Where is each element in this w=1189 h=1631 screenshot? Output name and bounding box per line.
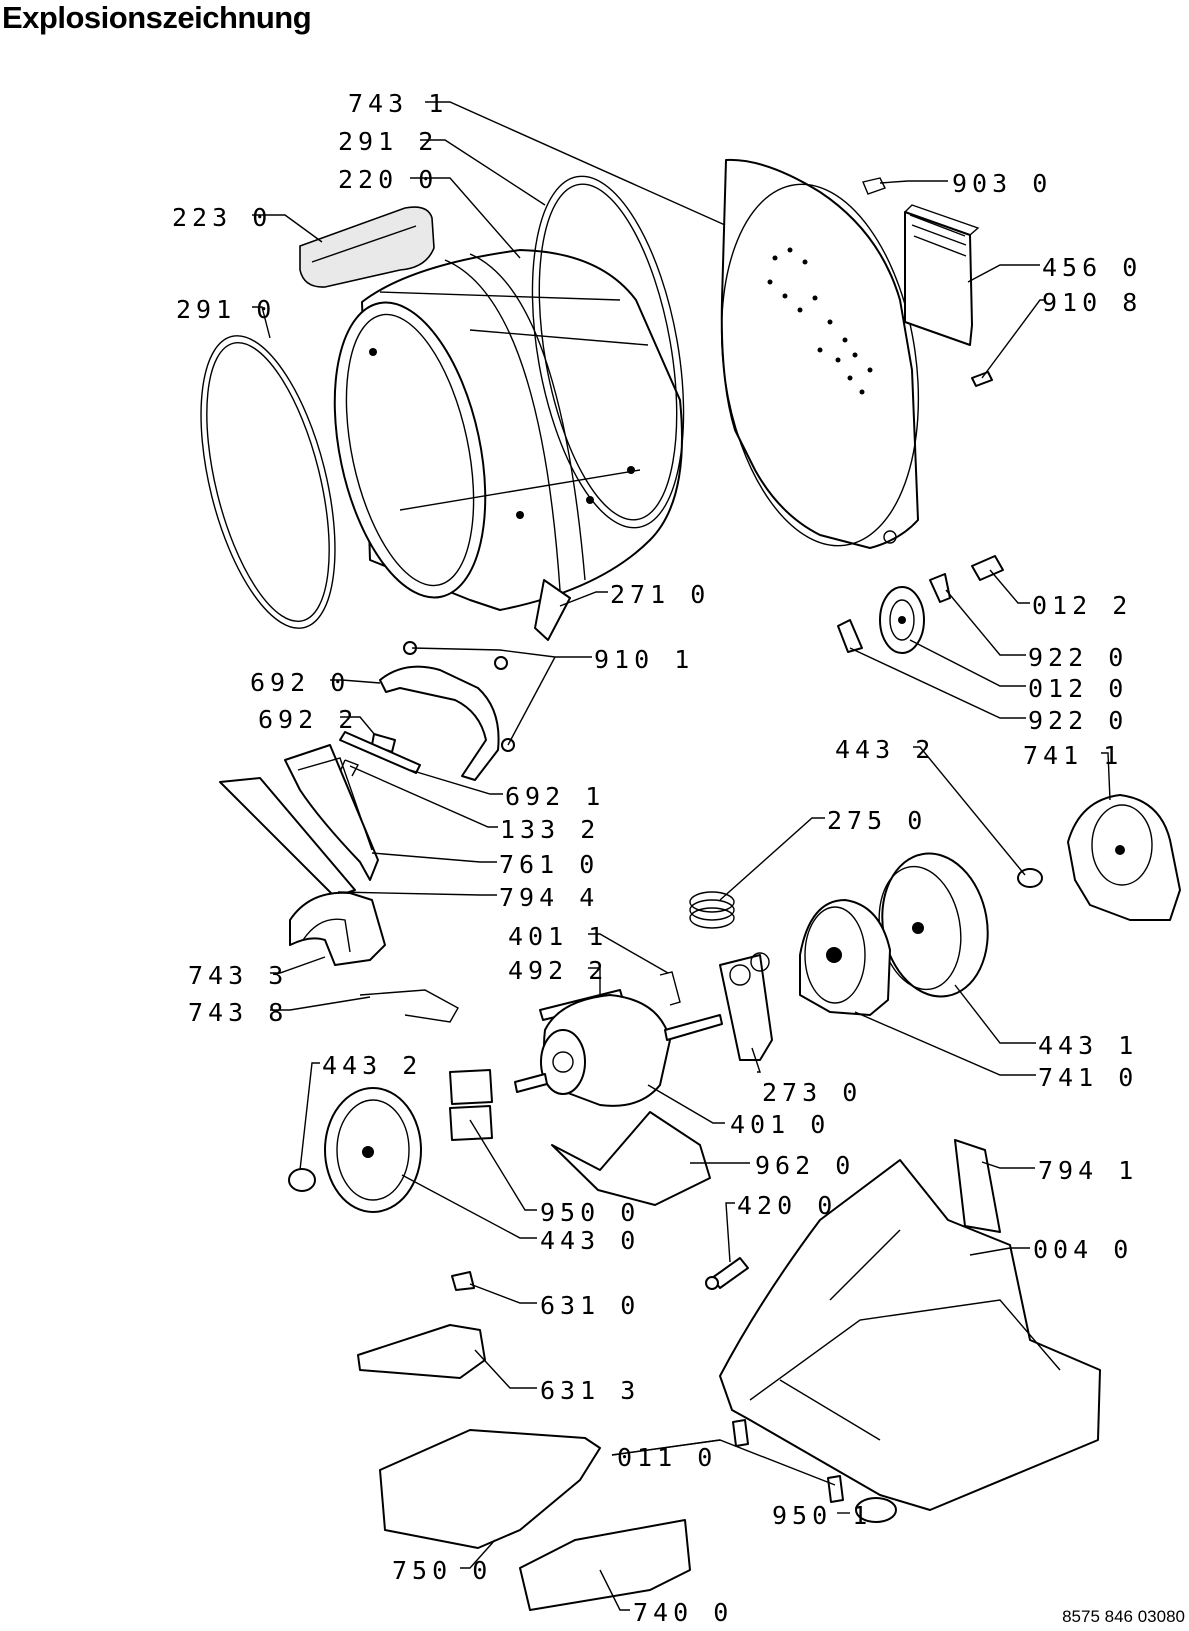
label-492-2: 492 2 — [508, 956, 608, 985]
idler-pulley — [879, 586, 925, 654]
tensioner-arm — [719, 952, 773, 1061]
label-743-1: 743 1 — [348, 89, 448, 118]
filter-handle — [379, 665, 500, 781]
screw-910-8 — [971, 371, 993, 387]
idler-axle — [971, 555, 1004, 581]
label-794-4: 794 4 — [499, 883, 599, 912]
part-labels: 743 1 291 2 220 0 223 0 291 0 903 0 456 … — [172, 89, 1142, 1627]
foot-screws — [732, 1419, 844, 1503]
label-741-1: 741 1 — [1023, 741, 1123, 770]
page-title: Explosionszeichnung — [2, 0, 312, 35]
label-750-0: 750 0 — [392, 1556, 492, 1585]
label-631-3: 631 3 — [540, 1376, 640, 1405]
label-740-0: 740 0 — [633, 1598, 733, 1627]
label-761-0: 761 0 — [499, 850, 599, 879]
label-950-1: 950 1 — [772, 1501, 872, 1530]
fan-housing — [799, 899, 891, 1016]
label-443-2-left: 443 2 — [322, 1051, 422, 1080]
label-692-2: 692 2 — [258, 705, 358, 734]
label-223-0: 223 0 — [172, 203, 272, 232]
tension-spring — [689, 891, 735, 929]
label-011-0: 011 0 — [617, 1443, 717, 1472]
filter-seal — [219, 777, 356, 898]
filter-housing — [284, 744, 379, 881]
label-922-0-lower: 922 0 — [1028, 706, 1128, 735]
cable-clip — [659, 971, 681, 1006]
label-443-1: 443 1 — [1038, 1031, 1138, 1060]
duct-seal — [954, 1139, 1001, 1233]
label-275-0: 275 0 — [827, 806, 927, 835]
label-903-0: 903 0 — [952, 169, 1052, 198]
label-271-0: 271 0 — [610, 580, 710, 609]
bracket-plate — [357, 1324, 486, 1379]
blower-housing — [1067, 794, 1181, 921]
label-012-0: 012 0 — [1028, 674, 1128, 703]
label-012-2: 012 2 — [1032, 591, 1132, 620]
label-950-0: 950 0 — [540, 1198, 640, 1227]
label-291-2: 291 2 — [338, 127, 438, 156]
heater-element — [904, 204, 980, 346]
label-631-0: 631 0 — [540, 1291, 640, 1320]
label-962-0: 962 0 — [755, 1151, 855, 1180]
drum-clip — [534, 579, 571, 641]
base-frame — [719, 1159, 1101, 1511]
label-004-0: 004 0 — [1033, 1235, 1133, 1264]
drum-lifter — [299, 206, 435, 288]
blower-wheel-rear — [878, 852, 989, 998]
small-clip — [862, 177, 886, 195]
retaining-clip-lower — [837, 619, 863, 653]
label-273-0: 273 0 — [762, 1078, 862, 1107]
connector — [451, 1271, 475, 1291]
label-794-1: 794 1 — [1038, 1156, 1138, 1185]
label-291-0: 291 0 — [176, 295, 276, 324]
pin-420-0 — [705, 1257, 749, 1290]
label-443-2-right: 443 2 — [835, 735, 935, 764]
fan-hub-clip-left — [288, 1168, 316, 1192]
motor — [514, 994, 723, 1107]
rear-bulkhead — [720, 158, 920, 549]
rear-drum-seal — [531, 175, 685, 529]
front-drum-seal — [200, 335, 336, 629]
label-692-0: 692 0 — [250, 668, 350, 697]
label-922-0-upper: 922 0 — [1028, 643, 1128, 672]
label-220-0: 220 0 — [338, 165, 438, 194]
drum — [333, 249, 683, 611]
retaining-clip-upper — [929, 573, 951, 603]
condenser-box — [519, 1519, 691, 1611]
label-133-2: 133 2 — [500, 815, 600, 844]
blower-wheel-front — [324, 1087, 422, 1213]
gasket-plates — [449, 1069, 493, 1141]
shield-plate — [551, 1111, 711, 1206]
foot-pad — [855, 1497, 897, 1523]
filter-rod — [339, 731, 421, 774]
label-910-8: 910 8 — [1042, 288, 1142, 317]
wire-bracket — [359, 989, 459, 1023]
label-401-1: 401 1 — [508, 922, 608, 951]
label-692-1: 692 1 — [505, 782, 605, 811]
motor-bracket — [289, 891, 386, 966]
label-743-8: 743 8 — [188, 998, 288, 1027]
label-443-0: 443 0 — [540, 1226, 640, 1255]
label-401-0: 401 0 — [730, 1110, 830, 1139]
label-910-1: 910 1 — [594, 645, 694, 674]
leader-lines — [252, 101, 1111, 1611]
label-743-3: 743 3 — [188, 961, 288, 990]
document-number: 8575 846 03080 — [1062, 1607, 1185, 1626]
label-420-0: 420 0 — [737, 1191, 837, 1220]
label-741-0: 741 0 — [1038, 1063, 1138, 1092]
label-456-0: 456 0 — [1042, 253, 1142, 282]
cover-tray — [379, 1429, 601, 1549]
